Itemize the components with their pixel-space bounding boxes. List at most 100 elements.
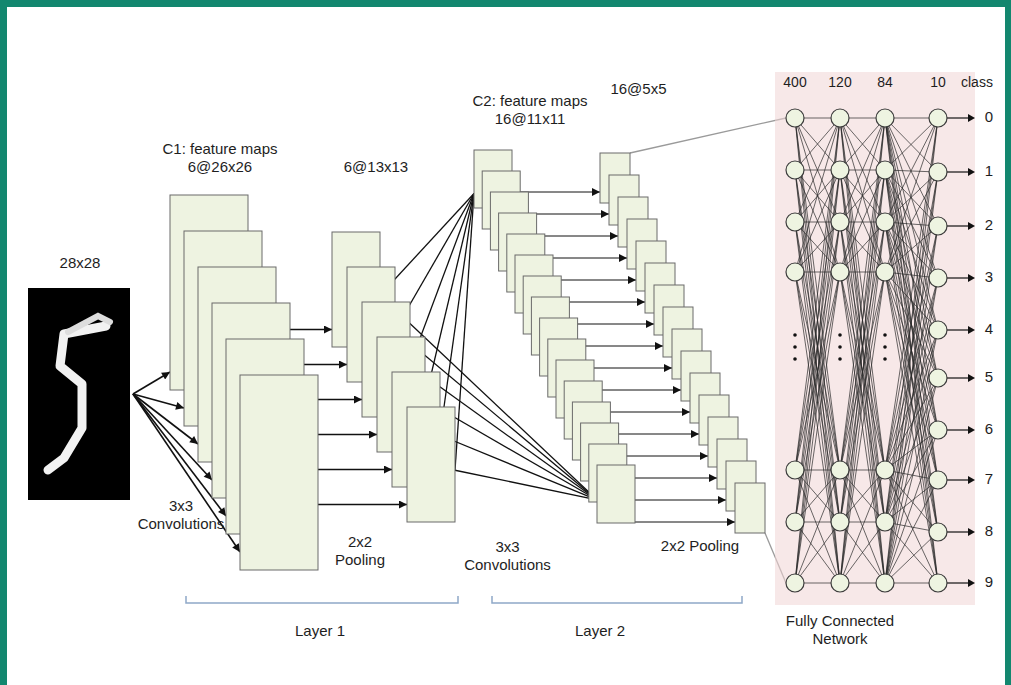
synapse-line — [840, 118, 885, 170]
feature-map-stack-art — [596, 80, 771, 538]
node-heading: 6@13x13 — [331, 158, 421, 176]
node-heading: C2: feature maps 16@11x11 — [460, 92, 600, 128]
stage-label: Layer 1 — [280, 622, 360, 640]
synapse-line — [885, 330, 938, 583]
neuron — [929, 523, 947, 541]
output-arrow-head — [968, 222, 975, 230]
connector-line — [627, 500, 726, 501]
neuron — [929, 109, 947, 127]
neuron — [786, 513, 804, 531]
output-arrow — [947, 117, 969, 118]
class-label: 9 — [978, 573, 1000, 591]
class-label: 7 — [978, 470, 1000, 488]
fully-connected-band-art — [775, 72, 975, 605]
synapse-line — [795, 522, 840, 583]
synapse-line — [885, 118, 938, 378]
class-label: 8 — [978, 522, 1000, 540]
class-label: 5 — [978, 368, 1000, 386]
connector-line — [133, 372, 170, 394]
synapse-line — [840, 118, 885, 272]
neuron — [876, 161, 894, 179]
class-label: 3 — [978, 268, 1000, 286]
frame-bar — [0, 0, 1011, 7]
digit-stroke — [48, 326, 106, 470]
synapse-line — [885, 532, 938, 583]
neuron — [786, 109, 804, 127]
ellipsis-dot — [793, 357, 797, 361]
feature-map-stack-art — [326, 150, 466, 530]
output-arrow — [947, 329, 969, 330]
neuron — [929, 369, 947, 387]
synapse-line — [795, 118, 840, 170]
ellipsis-dot — [793, 333, 797, 337]
output-arrow-head — [968, 579, 975, 587]
synapse-line — [840, 118, 885, 170]
neuron — [831, 461, 849, 479]
neuron — [929, 269, 947, 287]
synapse-line — [885, 118, 938, 583]
synapse-line — [795, 118, 840, 583]
neuron — [876, 263, 894, 281]
synapse-line — [840, 272, 885, 522]
stage-label: 2x2 Pooling — [325, 533, 395, 569]
output-arrow-head — [968, 274, 975, 282]
neuron — [929, 574, 947, 592]
layer-bracket — [492, 596, 742, 603]
output-arrow — [947, 277, 969, 278]
synapse-line — [840, 118, 885, 583]
output-arrow — [947, 377, 969, 378]
class-label: 2 — [978, 216, 1000, 234]
synapse-line — [795, 118, 840, 272]
connector-line — [455, 470, 597, 500]
layer-size-label: 84 — [869, 74, 901, 91]
synapse-line — [885, 278, 938, 522]
synapse-line — [840, 118, 885, 583]
class-label: 1 — [978, 162, 1000, 180]
feature-map-stack: 16@5x5 — [596, 80, 771, 538]
layer-size-label: 120 — [822, 74, 858, 91]
synapse-line — [795, 118, 840, 170]
neuron — [929, 471, 947, 489]
ellipsis-dot — [838, 333, 842, 337]
neuron — [786, 161, 804, 179]
ellipsis-dot — [838, 345, 842, 349]
layer-connector — [630, 118, 786, 583]
output-arrow-head — [968, 374, 975, 382]
connector-line — [318, 504, 407, 506]
synapse-line — [885, 430, 938, 583]
connector-line — [630, 118, 786, 153]
neuron — [876, 513, 894, 531]
feature-map — [735, 483, 765, 533]
synapse-line — [885, 378, 938, 522]
neuron — [876, 574, 894, 592]
synapse-line — [885, 272, 938, 532]
neuron — [929, 163, 947, 181]
neuron — [929, 217, 947, 235]
neuron — [786, 574, 804, 592]
output-arrow — [947, 531, 969, 532]
output-arrow-head — [968, 326, 975, 334]
neuron — [831, 109, 849, 127]
ellipsis-dot — [883, 345, 887, 349]
neuron — [929, 421, 947, 439]
synapse-line — [885, 118, 938, 522]
neuron — [786, 213, 804, 231]
output-arrow-head — [968, 114, 975, 122]
synapse-line — [885, 170, 938, 430]
layer-size-label: 400 — [777, 74, 813, 91]
neuron — [786, 461, 804, 479]
layer-bracket — [186, 596, 458, 603]
ellipsis-dot — [838, 357, 842, 361]
synapse-line — [840, 522, 885, 583]
feature-map-stack: 6@13x13 — [326, 150, 466, 530]
ellipsis-dot — [793, 345, 797, 349]
neuron — [876, 461, 894, 479]
synapse-line — [840, 272, 885, 522]
neuron — [831, 574, 849, 592]
output-arrow — [947, 171, 969, 172]
neuron — [786, 263, 804, 281]
stage-label: Layer 2 — [560, 622, 640, 640]
layer-size-label: class — [961, 74, 1003, 91]
connector-line — [440, 194, 474, 436]
